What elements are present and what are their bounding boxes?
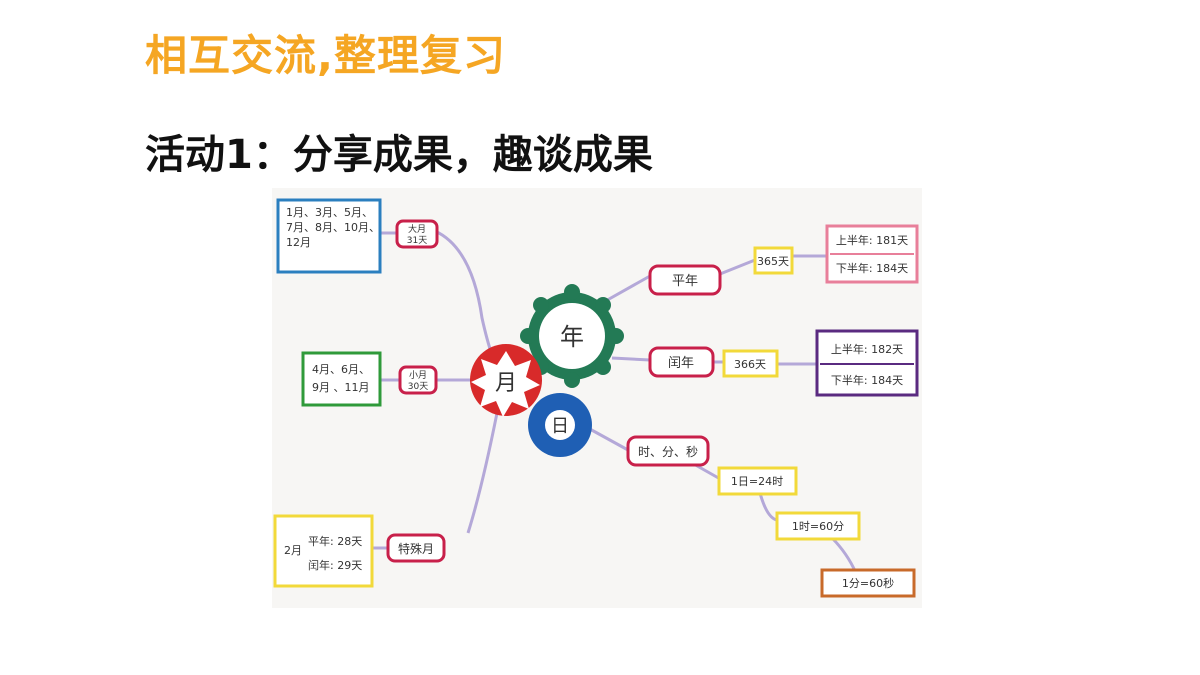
nian-inner-disc [539, 303, 605, 369]
big-month-tag-line-1: 大月 [408, 223, 426, 235]
line-day-hour [758, 492, 778, 522]
small-month-list-box [301, 351, 382, 407]
leap-year-label: 闰年 [668, 356, 694, 371]
common-second-half: 下半年: 184天 [836, 261, 908, 275]
special-month-common: 平年: 28天 [308, 534, 362, 548]
yue-star [471, 351, 540, 417]
connector-lines [372, 229, 858, 574]
mind-map-diagram: 1月、3月、5月、 7月、8月、10月、 12月 大月 31天 4月、6月、 9… [272, 188, 922, 608]
big-month-list-box [276, 198, 382, 274]
common-first-half: 上半年: 181天 [836, 233, 908, 247]
big-month-list-line-3: 12月 [286, 236, 311, 249]
line-yue-special-month [466, 412, 499, 534]
line-nian-leap [611, 356, 651, 362]
special-month-list-box [273, 514, 374, 588]
leap-second-half: 下半年: 184天 [831, 373, 903, 387]
leap-days-box [722, 349, 779, 378]
line-nian-common [601, 274, 651, 305]
nian-scallops [520, 284, 624, 388]
small-month-list-line-1: 4月、6月、 [312, 363, 370, 376]
special-month-tag [386, 533, 446, 563]
nian-center-label: 年 [560, 323, 584, 351]
day-hours-box [717, 466, 798, 496]
minute-seconds-box [820, 568, 916, 598]
small-month-list-line-2: 9月 、11月 [312, 381, 370, 394]
hour-minutes-box [775, 511, 861, 541]
leap-days-label: 366天 [734, 358, 766, 371]
line-common-days [719, 258, 756, 276]
small-month-tag-line-1: 小月 [409, 370, 427, 381]
slide-subtitle: 活动1：分享成果，趣谈成果 [145, 132, 653, 178]
common-year-tag [648, 264, 722, 296]
common-days-box [753, 246, 794, 275]
ri-inner-disc [545, 410, 575, 440]
leap-year-tag [648, 346, 715, 378]
big-month-tag [395, 219, 439, 249]
small-month-tag [398, 365, 438, 395]
special-month-tag-label: 特殊月 [398, 541, 434, 556]
day-hours-label: 1日=24时 [731, 475, 783, 488]
ri-center-label: 日 [551, 416, 569, 437]
special-month-leap: 闰年: 29天 [308, 558, 362, 572]
special-month-name: 2月 [284, 544, 302, 557]
line-ri-time [587, 426, 629, 452]
mind-map-canvas: 1月、3月、5月、 7月、8月、10月、 12月 大月 31天 4月、6月、 9… [272, 188, 922, 608]
big-month-list-line-2: 7月、8月、10月、 [286, 221, 380, 234]
yue-center-label: 月 [495, 371, 517, 396]
common-days-label: 365天 [757, 255, 789, 268]
big-month-list-line-1: 1月、3月、5月、 [286, 206, 373, 219]
slide-title: 相互交流,整理复习 [145, 31, 506, 80]
leap-first-half: 上半年: 182天 [831, 342, 903, 356]
small-month-tag-line-2: 30天 [408, 382, 428, 392]
big-month-tag-line-2: 31天 [407, 236, 427, 246]
time-units-tag [626, 435, 710, 467]
common-year-label: 平年 [672, 274, 698, 289]
time-units-label: 时、分、秒 [638, 445, 698, 459]
minute-seconds-label: 1分=60秒 [842, 576, 894, 590]
hour-minutes-label: 1时=60分 [792, 520, 844, 533]
